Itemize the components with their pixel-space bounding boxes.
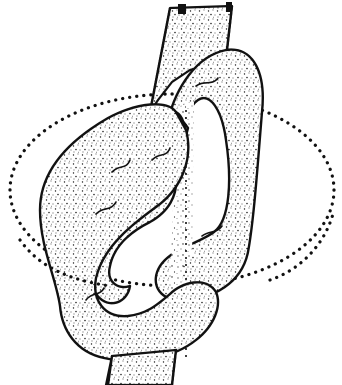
rope-end-mark-left: [178, 4, 186, 14]
bottom-rope-tail: [106, 350, 176, 385]
dotted-loop-right-front: [270, 210, 334, 280]
rope-end-mark-right: [226, 2, 232, 12]
